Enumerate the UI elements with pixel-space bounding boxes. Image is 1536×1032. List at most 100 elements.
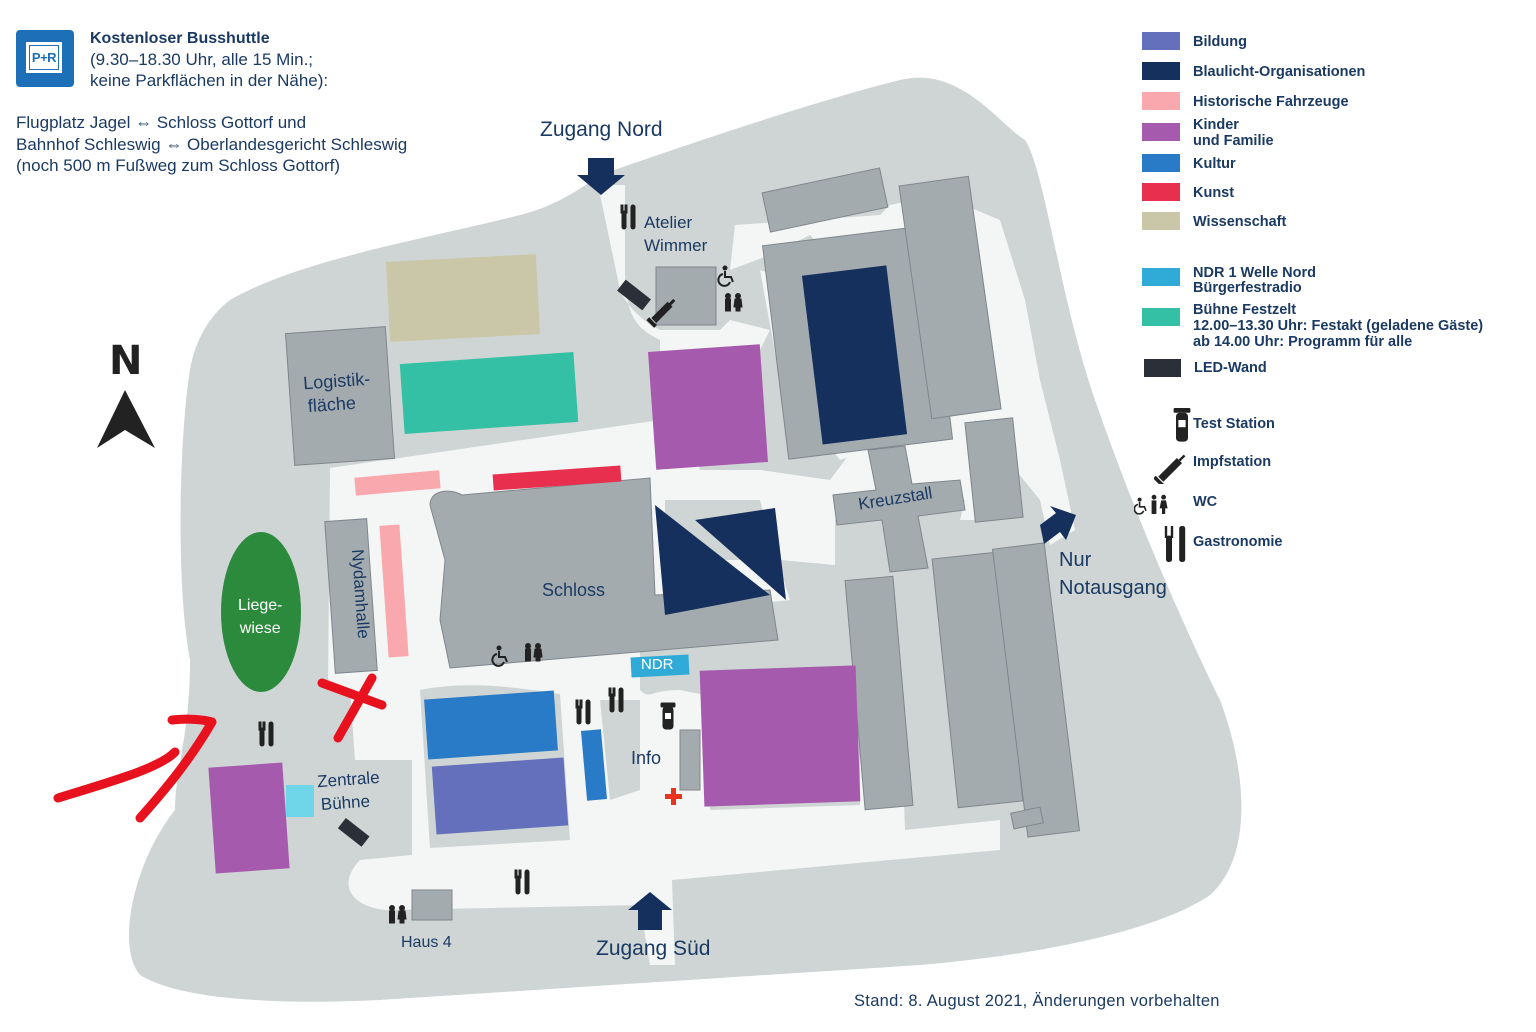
shuttle-line1: (9.30–18.30 Uhr, alle 15 Min.; [90,50,314,69]
liegewiese-meadow [221,532,301,692]
zone-blaulicht-3 [695,508,786,600]
legend-label-2: und Familie [1193,133,1274,149]
route-2: Bahnhof Schleswig ⇔ Oberlandesgericht Sc… [16,134,408,154]
zone-ndr [630,654,690,678]
legend-label: Kinder [1193,117,1239,133]
red-x-marking [317,673,387,743]
shuttle-title: Kostenloser Busshuttle [90,30,270,47]
liegewiese-line2: wiese [239,620,281,637]
shuttle-info: Kostenloser Busshuttle (9.30–18.30 Uhr, … [90,28,328,91]
zone-wissenschaft [386,254,540,342]
legend-label-2: 12.00–13.30 Uhr: Festakt (geladene Gäste… [1193,318,1484,334]
zone-kinder-1 [648,344,768,470]
first-aid-icon [665,788,682,805]
zone-kinder-3 [208,762,290,874]
zugang-nord-label: Zugang Nord [540,118,663,141]
cutlery-icon [258,721,274,747]
logistik-label: Logistik- fläche [302,368,372,419]
zone-kultur-2 [580,729,608,801]
legend-label: Bühne Festzelt [1193,302,1297,318]
legend-swatch [1142,123,1180,141]
legend-swatch [1142,32,1180,50]
zone-kunst [492,465,622,491]
zone-festzelt [399,352,579,434]
zugang-sued-arrow [628,892,672,930]
logistik-line2: fläche [307,392,357,417]
zone-bildung [431,757,569,835]
notausgang-arrow [1040,506,1076,544]
north-arrow-icon [97,390,155,448]
legend-label: Blaulicht-Organisationen [1193,64,1366,80]
legend-label: LED-Wand [1194,360,1267,376]
atelier-line2: Wimmer [644,236,708,255]
red-arrow-marking [53,714,217,823]
legend-swatch [1142,212,1180,230]
map-icons [258,204,743,924]
notausgang-line1: Nur [1059,549,1092,571]
cutlery-icon [514,869,530,895]
atelier-label: Atelier Wimmer [644,211,707,257]
test-station-icon [1173,408,1191,442]
wheelchair-icon [491,645,508,667]
led-wand-1 [617,279,651,311]
logistik-line1: Logistik- [302,368,371,394]
legend-label: Test Station [1193,416,1275,432]
cutlery-icon [575,699,591,725]
wc-icon [389,905,407,924]
route-3: (noch 500 m Fußweg zum Schloss Gottorf) [16,156,341,175]
led-wand-2 [337,818,370,847]
red-markings [53,673,387,823]
park-and-ride-label: P+R [29,45,59,70]
legend-label: Bildung [1193,34,1247,50]
legend-label: Gastronomie [1193,534,1283,550]
syringe-icon [646,298,676,328]
legend-label-2: Bürgerfestradio [1193,280,1302,296]
liegewiese-label: Liege- wiese [238,594,282,640]
legend-swatch [1142,183,1180,201]
zugang-nord-arrow [577,158,625,195]
info-label: Info [631,748,662,768]
legend-swatch [1144,359,1181,377]
wc-icon [1134,494,1168,515]
wc-icon [725,293,743,312]
zone-blaulicht-2 [655,505,770,615]
schloss-label: Schloss [542,580,606,600]
zone-blaulicht-1 [801,265,908,445]
access-arrows [577,158,1076,930]
test-station-icon [660,702,676,730]
legend-swatch [1142,154,1180,172]
cutlery-icon [1164,526,1186,562]
legend-label: NDR 1 Welle Nord [1193,265,1317,281]
legend-label: Kultur [1193,156,1236,172]
zone-historisch-2 [379,524,409,658]
cutlery-icon [608,687,624,713]
legend-swatch [1142,268,1180,286]
legend-label: WC [1193,494,1218,510]
haus4-label: Haus 4 [401,934,452,951]
wc-icon [525,643,543,662]
ndr-label: NDR [641,656,674,673]
north-compass: N [95,338,157,453]
zugang-sued-label: Zugang Süd [596,937,711,960]
zentrale-buehne-label: Zentrale Bühne [316,766,381,816]
legend-label: Kunst [1193,185,1235,201]
shuttle-line2: keine Parkflächen in der Nähe): [90,71,329,90]
stand-note: Stand: 8. August 2021, Änderungen vorbeh… [854,992,1220,1010]
zentrale-line2: Bühne [320,791,371,814]
zones [208,254,908,874]
atelier-line1: Atelier [644,213,693,232]
route-1: Flugplatz Jagel ⇔ Schloss Gottorf und [16,113,307,132]
zentrale-line1: Zentrale [316,767,381,792]
zone-kultur-1 [424,690,558,760]
zone-buehne [286,785,314,817]
wheelchair-icon [717,265,734,287]
zone-historisch-1 [354,470,441,496]
park-and-ride-icon: P+R [16,30,74,87]
legend-swatch [1142,308,1180,326]
legend-label: Impfstation [1193,454,1272,470]
cutlery-icon [620,204,636,230]
syringe-icon [1154,454,1186,484]
legend-swatch [1142,62,1180,80]
shuttle-routes: Flugplatz Jagel ⇔ Schloss Gottorf und Ba… [16,112,407,177]
